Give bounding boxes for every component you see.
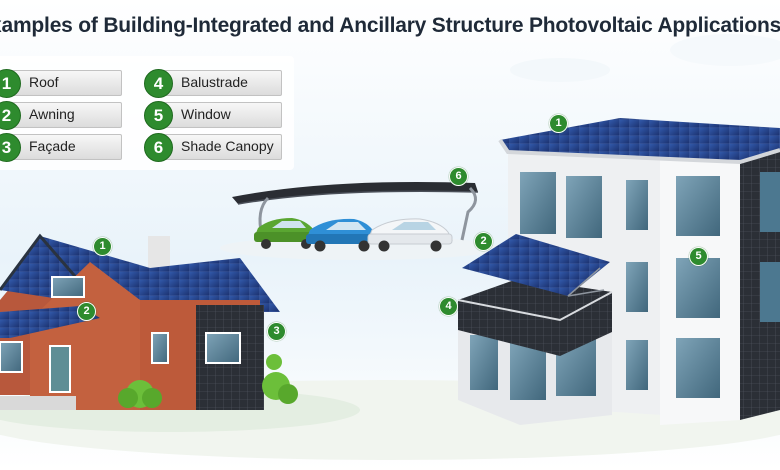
legend-label: Balustrade (181, 74, 248, 90)
diagram-title: xamples of Building-Integrated and Ancil… (0, 14, 780, 37)
marker-building-window: 5 (689, 247, 708, 266)
legend-number-badge: 6 (144, 133, 173, 162)
marker-carport-canopy: 6 (449, 167, 468, 186)
marker-house-awning: 2 (77, 302, 96, 321)
carport (232, 181, 479, 252)
marker-building-balustrade: 4 (439, 297, 458, 316)
legend-item-facade: Façade 3 (0, 133, 132, 162)
legend-number-badge: 5 (144, 101, 173, 130)
legend-item-balustrade: Balustrade 4 (144, 69, 284, 98)
legend-label-box: Roof (6, 70, 122, 96)
legend-label: Awning (29, 106, 75, 122)
legend-label: Window (181, 106, 231, 122)
car-blue (306, 218, 378, 252)
car-white (367, 218, 453, 252)
house (0, 233, 298, 410)
car-green (254, 218, 318, 249)
legend-label: Façade (29, 138, 76, 154)
marker-house-facade: 3 (267, 322, 286, 341)
legend-label-box: Balustrade (158, 70, 282, 96)
legend-item-roof: Roof 1 (0, 69, 132, 98)
legend-label: Shade Canopy (181, 138, 274, 154)
marker-building-roof: 1 (549, 114, 568, 133)
legend-item-window: Window 5 (144, 101, 284, 130)
legend-label-box: Awning (6, 102, 122, 128)
legend-label-box: Window (158, 102, 282, 128)
marker-building-awning: 2 (474, 232, 493, 251)
marker-house-roof: 1 (93, 237, 112, 256)
legend-label-box: Shade Canopy (158, 134, 282, 160)
legend-number-badge: 4 (144, 69, 173, 98)
legend-label: Roof (29, 74, 59, 90)
legend: Roof 1 Awning 2 Façade 3 Balustrade 4 Wi… (0, 56, 294, 170)
legend-item-awning: Awning 2 (0, 101, 132, 130)
legend-label-box: Façade (6, 134, 122, 160)
apartment-building (457, 118, 780, 425)
legend-item-shade-canopy: Shade Canopy 6 (144, 133, 284, 162)
